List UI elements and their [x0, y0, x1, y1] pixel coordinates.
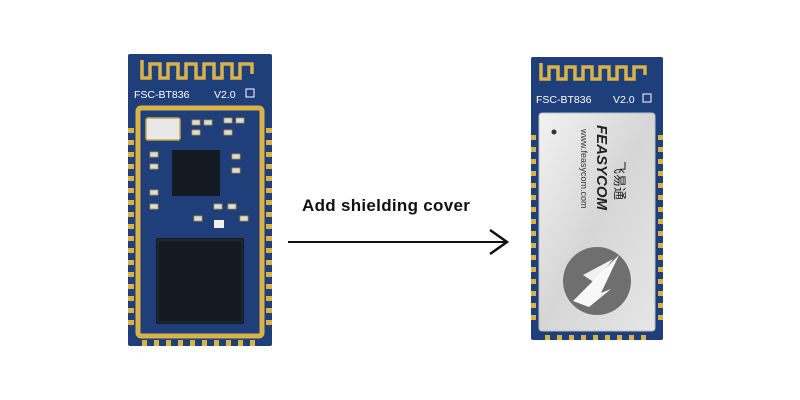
pin1-dot: [551, 129, 557, 135]
castellated-pads-bottom: [142, 340, 255, 346]
shield-ground-frame: [135, 105, 265, 339]
castellated-pads-right: [266, 128, 272, 325]
shielded-bluetooth-module: FSC-BT836 V2.0: [531, 57, 663, 340]
board-version-label: V2.0: [214, 89, 236, 101]
transition-caption: Add shielding cover: [302, 196, 471, 215]
crystal-oscillator: [145, 117, 181, 141]
shield-website-text: www.feasycom.com: [579, 128, 589, 209]
board-version-label: V2.0: [613, 94, 635, 106]
pcb-antenna: [539, 63, 647, 81]
castellated-pads-left: [531, 135, 536, 320]
shield-chinese-name: 飞易通: [611, 161, 626, 200]
arrow-right-icon: [288, 228, 510, 256]
castellated-pads-bottom: [545, 335, 646, 340]
shield-brand-text: FEASYCOM: [593, 125, 610, 211]
main-soc-chip: [156, 238, 244, 324]
board-model-label: FSC-BT836: [134, 89, 190, 101]
pcb-antenna: [140, 60, 254, 80]
bare-bluetooth-module: FSC-BT836 V2.0: [128, 54, 272, 346]
passive-components: [149, 117, 249, 222]
bare-module-illustration: FSC-BT836 V2.0: [128, 54, 272, 346]
qfn-chip: [172, 150, 220, 196]
board-model-label: FSC-BT836: [536, 94, 592, 106]
castellated-pads-right: [658, 135, 663, 320]
shielded-module-illustration: FSC-BT836 V2.0: [531, 57, 663, 340]
led-component: [214, 220, 224, 228]
castellated-pads-left: [128, 128, 134, 325]
